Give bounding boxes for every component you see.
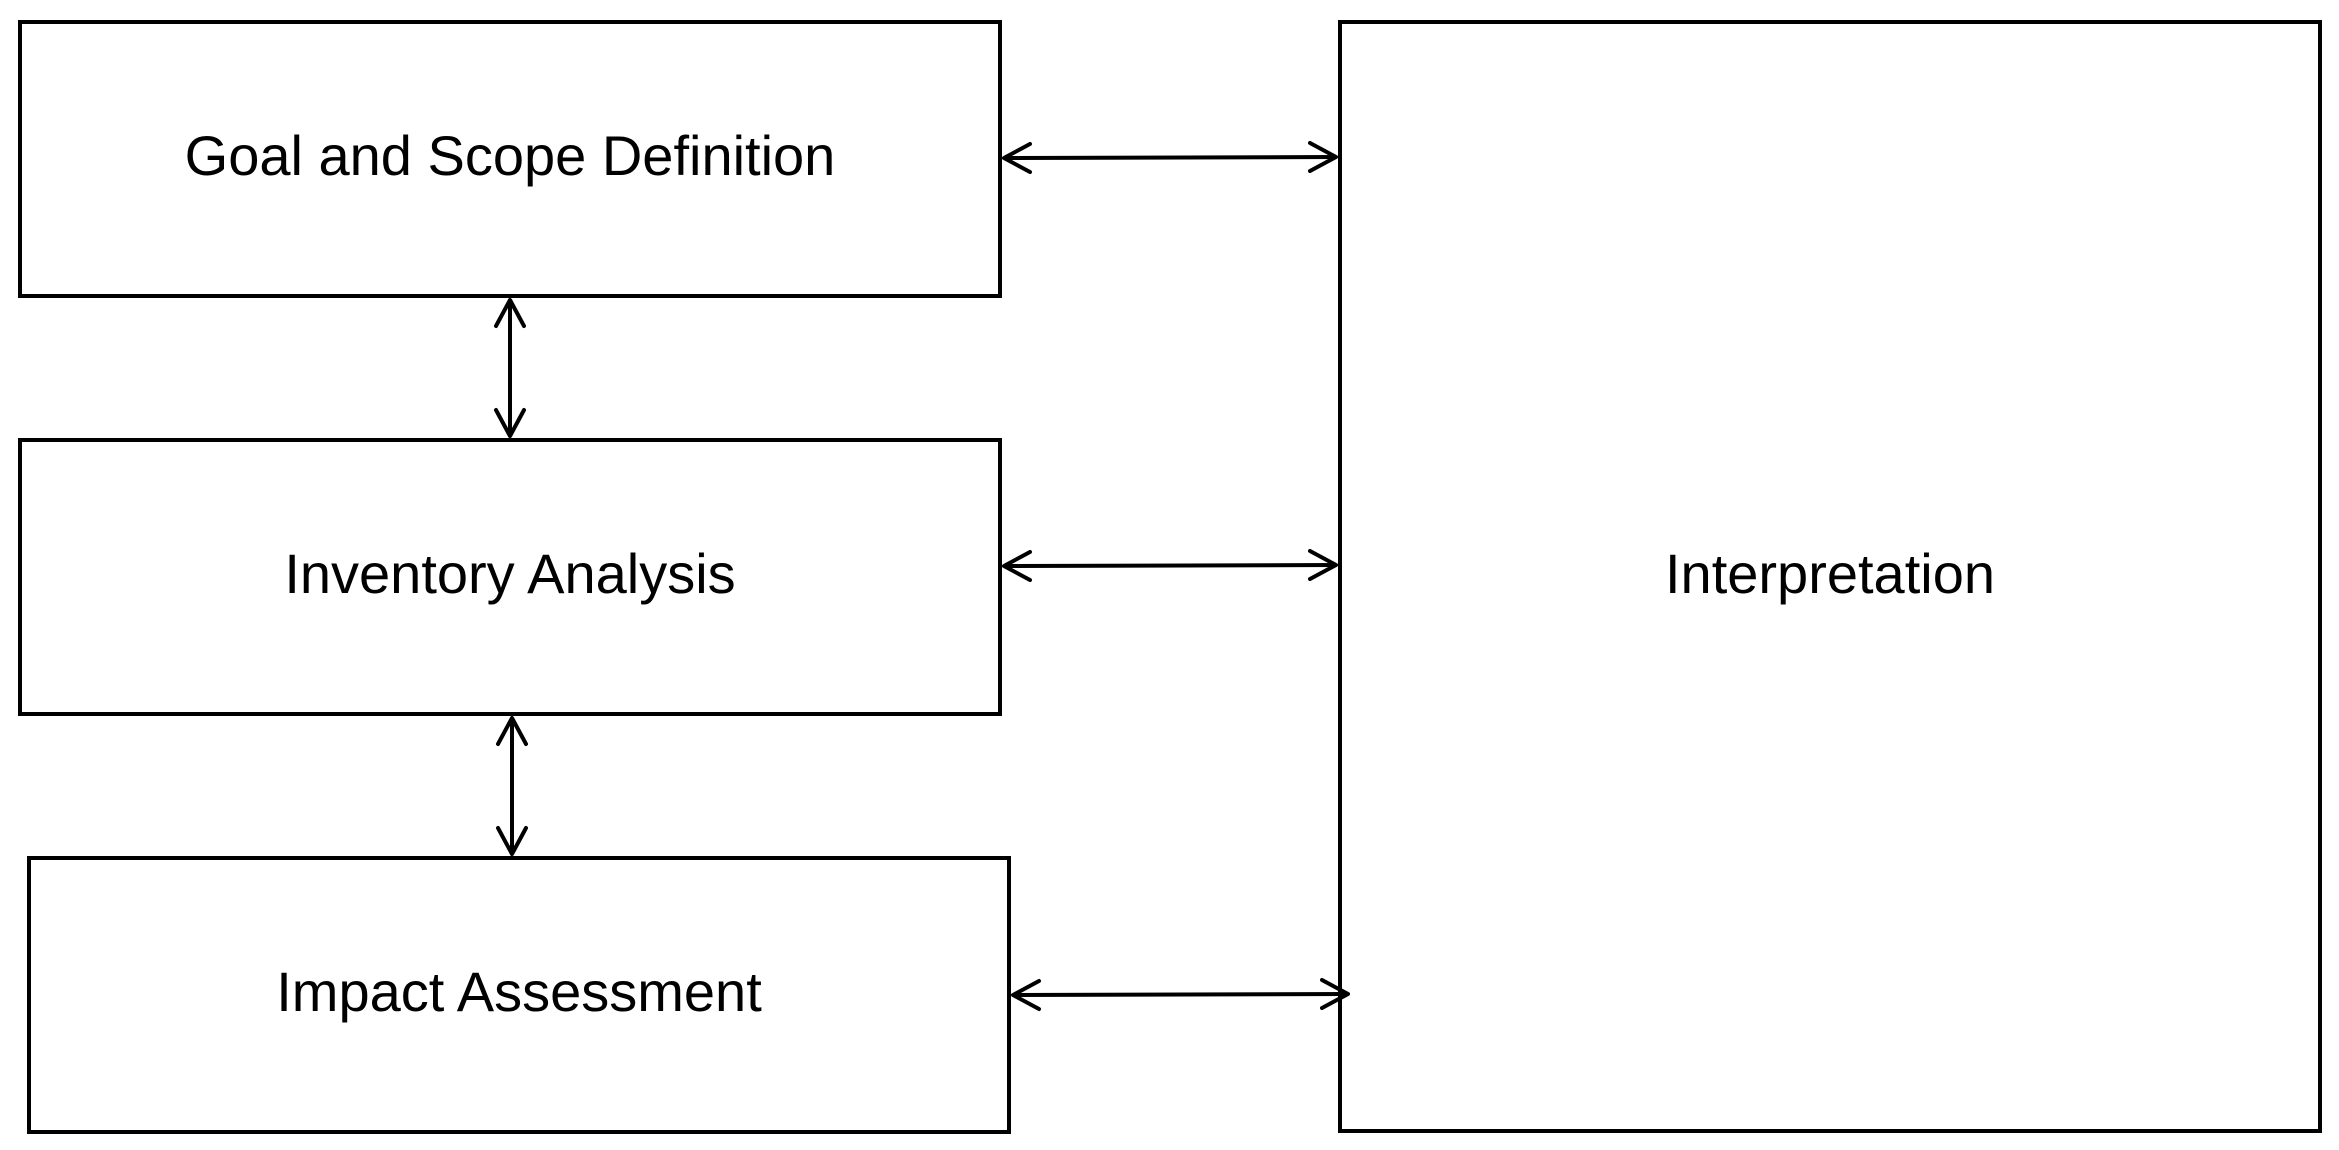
goal-and-scope-box: Goal and Scope Definition	[18, 20, 1002, 298]
goal-and-scope-label: Goal and Scope Definition	[185, 124, 836, 187]
impact-assessment-box: Impact Assessment	[27, 856, 1011, 1134]
connector-inventory-interpretation	[1002, 549, 1338, 582]
impact-assessment-rect	[27, 856, 1011, 1134]
interpretation-label: Interpretation	[1665, 542, 1995, 605]
inventory-analysis-label: Inventory Analysis	[284, 542, 735, 605]
goal-and-scope-rect	[18, 20, 1002, 298]
inventory-analysis-rect	[18, 438, 1002, 716]
connector-goal-interpretation	[1002, 141, 1338, 174]
inventory-analysis-box: Inventory Analysis	[18, 438, 1002, 716]
connector-goal-inventory	[494, 298, 526, 438]
connector-inventory-impact	[496, 716, 528, 856]
impact-assessment-label: Impact Assessment	[276, 960, 762, 1023]
interpretation-box: Interpretation	[1338, 20, 2322, 1133]
connector-impact-interpretation	[1011, 978, 1350, 1011]
interpretation-rect	[1338, 20, 2322, 1133]
